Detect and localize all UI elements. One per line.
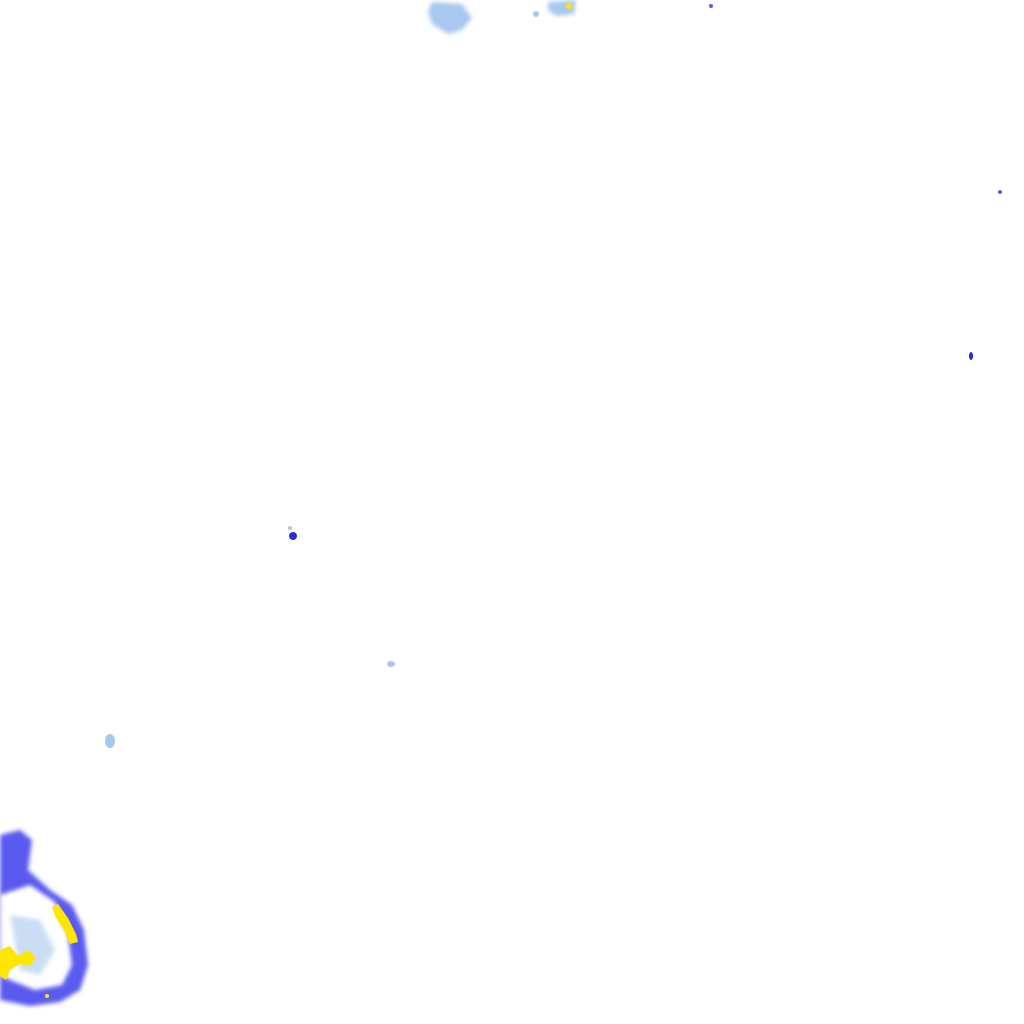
echo-top-center bbox=[533, 0, 713, 17]
echo-top-left bbox=[428, 2, 472, 34]
echo-storm-bottom-left bbox=[0, 830, 88, 1006]
echo-isolated bbox=[105, 190, 1002, 748]
